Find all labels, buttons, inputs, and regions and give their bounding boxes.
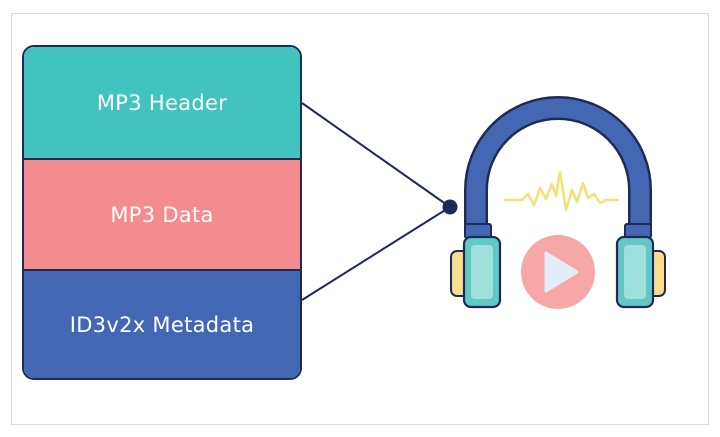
id3-metadata-block: ID3v2x Metadata bbox=[24, 269, 300, 378]
headphones-icon bbox=[450, 96, 666, 309]
mp3-header-label: MP3 Header bbox=[96, 90, 228, 115]
mp3-header-block: MP3 Header bbox=[24, 47, 300, 158]
sound-wave bbox=[503, 170, 620, 212]
connector-dot bbox=[442, 199, 458, 215]
connector-line-bottom bbox=[301, 206, 451, 301]
mp3-data-block: MP3 Data bbox=[24, 158, 300, 269]
play-icon bbox=[544, 251, 579, 293]
connector-line-top bbox=[301, 102, 451, 208]
mp3-data-label: MP3 Data bbox=[110, 202, 214, 227]
mp3-file-structure: MP3 Header MP3 Data ID3v2x Metadata bbox=[22, 45, 302, 380]
id3-metadata-label: ID3v2x Metadata bbox=[69, 312, 255, 337]
